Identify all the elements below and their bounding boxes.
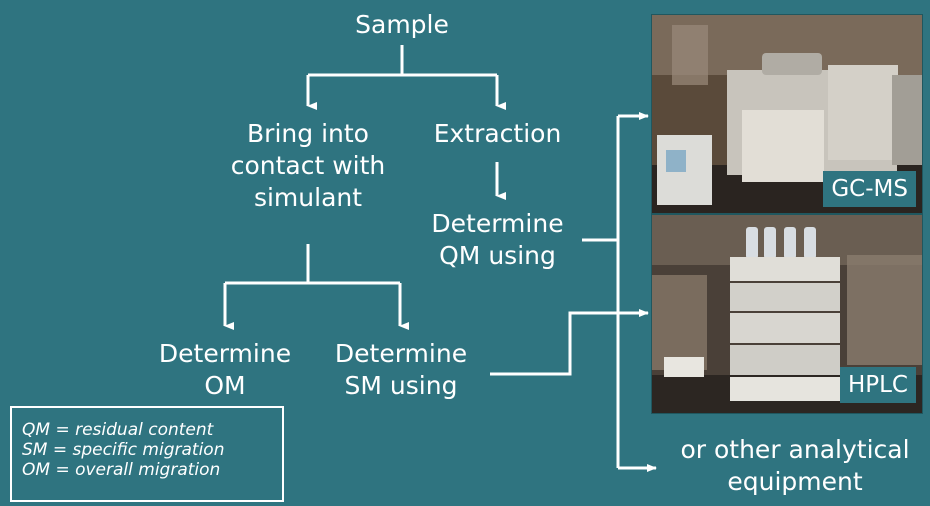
determine-om-line-1: Determine: [158, 339, 292, 368]
other-equipment-node: or other analytical equipment: [662, 434, 928, 498]
determine-sm-node: Determine SM using: [320, 338, 482, 402]
determine-qm-node: Determine QM using: [415, 208, 580, 272]
legend-sm: SM = specific migration: [22, 440, 225, 460]
determine-qm-line-1: Determine: [431, 209, 564, 238]
extraction-node: Extraction: [433, 119, 562, 148]
determine-om-node: Determine OM: [146, 338, 304, 402]
legend-qm: QM = residual content: [22, 420, 214, 440]
sample-node: Sample: [355, 10, 449, 39]
determine-qm-line-2: QM using: [439, 241, 556, 270]
determine-om-line-2: OM: [204, 371, 246, 400]
other-equipment-line-2: equipment: [727, 467, 863, 496]
legend-om: OM = overall migration: [22, 460, 221, 480]
abbreviation-legend: QM = residual content SM = specific migr…: [10, 406, 284, 502]
other-equipment-line-1: or other analytical: [680, 435, 910, 464]
contact-line-2: contact with: [230, 151, 386, 180]
gcms-instrument-image: [652, 15, 922, 213]
determine-sm-line-2: SM using: [344, 371, 458, 400]
hplc-label: HPLC: [839, 367, 916, 403]
hplc-photo: HPLC: [651, 214, 923, 414]
gcms-photo: GC-MS: [651, 14, 923, 214]
contact-node: Bring into contact with simulant: [210, 118, 406, 214]
contact-line-3: simulant: [253, 183, 363, 212]
gcms-label: GC-MS: [823, 171, 916, 207]
sm-to-bracket: [490, 311, 618, 376]
contact-line-1: Bring into: [247, 119, 369, 148]
determine-sm-line-1: Determine: [334, 339, 468, 368]
